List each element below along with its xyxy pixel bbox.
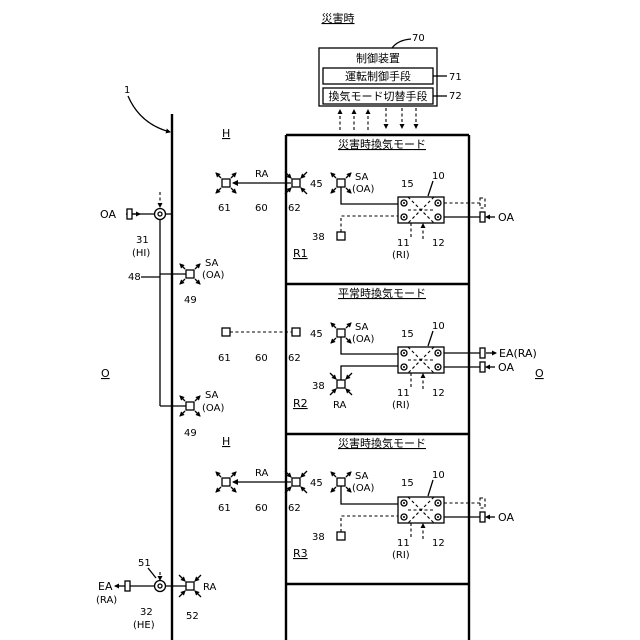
- r1-ref-45: 45: [310, 179, 323, 190]
- r1-sa: SA: [355, 172, 369, 183]
- diagram-title: 災害時: [322, 11, 355, 25]
- ref-32: 32: [140, 607, 153, 618]
- sa-1: SA: [205, 258, 219, 269]
- r3-ra: RA: [255, 468, 269, 479]
- r1-ref-10: 10: [432, 171, 445, 182]
- r2-ref-62: 62: [288, 353, 301, 364]
- r1-ref-15: 15: [401, 179, 414, 190]
- ea-left-sub: (RA): [96, 595, 117, 606]
- r2-sa-sub: (OA): [352, 334, 374, 345]
- r3-ref-11-sub: (RI): [392, 550, 410, 561]
- r2-vent-62: [292, 328, 300, 336]
- r2-mode: 平常時換気モード: [338, 286, 426, 300]
- ref-31: 31: [136, 235, 149, 246]
- r3-heat-exchanger-10: [398, 497, 444, 523]
- r2-ref-11-sub: (RI): [392, 400, 410, 411]
- r1-ref-11: 11: [397, 238, 410, 249]
- r2-name: R2: [293, 397, 308, 410]
- ref-70: 70: [412, 33, 425, 44]
- r2-ref-11: 11: [397, 388, 410, 399]
- r2-ref-12: 12: [432, 388, 445, 399]
- r2-vent-61: [222, 328, 230, 336]
- r1-ref-11-sub: (RI): [392, 250, 410, 261]
- r2-ref-38: 38: [312, 381, 325, 392]
- r2-ref-60: 60: [255, 353, 268, 364]
- r1-mode: 災害時換気モード: [338, 137, 426, 151]
- r2-ra-38: RA: [333, 400, 347, 411]
- operation-control-label: 運転制御手段: [345, 69, 411, 83]
- label-outdoor-right: O: [535, 367, 544, 380]
- ref-72: 72: [449, 91, 462, 102]
- r1-ref-61: 61: [218, 203, 231, 214]
- r3-mode: 災害時換気モード: [338, 436, 426, 450]
- r3-ref-45: 45: [310, 478, 323, 489]
- r1-sa-sub: (OA): [352, 184, 374, 195]
- label-outdoor-left: O: [101, 367, 110, 380]
- ref-32-sub: (HE): [133, 620, 155, 631]
- label-hallway-top: H: [222, 127, 230, 140]
- vent-mode-switch-label: 換気モード切替手段: [329, 89, 428, 103]
- control-signal-arrows: [340, 108, 416, 130]
- control-device-title: 制御装置: [356, 51, 400, 65]
- r1-ref-38: 38: [312, 232, 325, 243]
- intake-fan-31: OA 31 (HI): [100, 192, 172, 259]
- r2-ref-15: 15: [401, 329, 414, 340]
- r3-ref-60: 60: [255, 503, 268, 514]
- r3-ref-62: 62: [288, 503, 301, 514]
- r2-ea-out: EA(RA): [499, 347, 537, 360]
- ref-49a: 49: [184, 295, 197, 306]
- r2-heat-exchanger-10: [398, 347, 444, 373]
- r3-ref-15: 15: [401, 478, 414, 489]
- sa-1-sub: (OA): [202, 270, 224, 281]
- r3-ref-38: 38: [312, 532, 325, 543]
- r1-ref-12: 12: [432, 238, 445, 249]
- r2-oa-out: OA: [498, 361, 514, 374]
- sa-2: SA: [205, 390, 219, 401]
- r1-ra: RA: [255, 169, 269, 180]
- ref-71: 71: [449, 72, 462, 83]
- r2-sa: SA: [355, 322, 369, 333]
- r1-name: R1: [293, 247, 308, 260]
- ref-49b: 49: [184, 428, 197, 439]
- r1-oa-out: OA: [498, 211, 514, 224]
- r3-ref-12: 12: [432, 538, 445, 549]
- r3-name: R3: [293, 547, 308, 560]
- r3-ref-11: 11: [397, 538, 410, 549]
- ref-52: 52: [186, 611, 199, 622]
- label-hallway-mid: H: [222, 435, 230, 448]
- ref-building: 1: [124, 85, 130, 96]
- r3-oa-out: OA: [498, 511, 514, 524]
- ref-48: 48: [128, 272, 141, 283]
- control-device: 制御装置 運転制御手段 換気モード切替手段 70 71 72: [319, 33, 462, 130]
- r2-ref-61: 61: [218, 353, 231, 364]
- sa-2-sub: (OA): [202, 403, 224, 414]
- r2-ref-10: 10: [432, 321, 445, 332]
- ref-51: 51: [138, 558, 151, 569]
- ref-31-sub: (HI): [132, 248, 150, 259]
- r3-ref-10: 10: [432, 470, 445, 481]
- room-r2: 平常時換気モード R2 61 60 62 45 SA (OA) 15 10 EA…: [218, 286, 537, 411]
- r3-sa: SA: [355, 471, 369, 482]
- r1-ref-62: 62: [288, 203, 301, 214]
- r3-ref-61: 61: [218, 503, 231, 514]
- ea-left: EA: [98, 580, 113, 593]
- r2-ref-45: 45: [310, 329, 323, 340]
- r1-heat-exchanger-10: [398, 197, 444, 223]
- r3-sa-sub: (OA): [352, 483, 374, 494]
- ra-52: RA: [203, 582, 217, 593]
- r1-ref-60: 60: [255, 203, 268, 214]
- oa-left: OA: [100, 208, 116, 221]
